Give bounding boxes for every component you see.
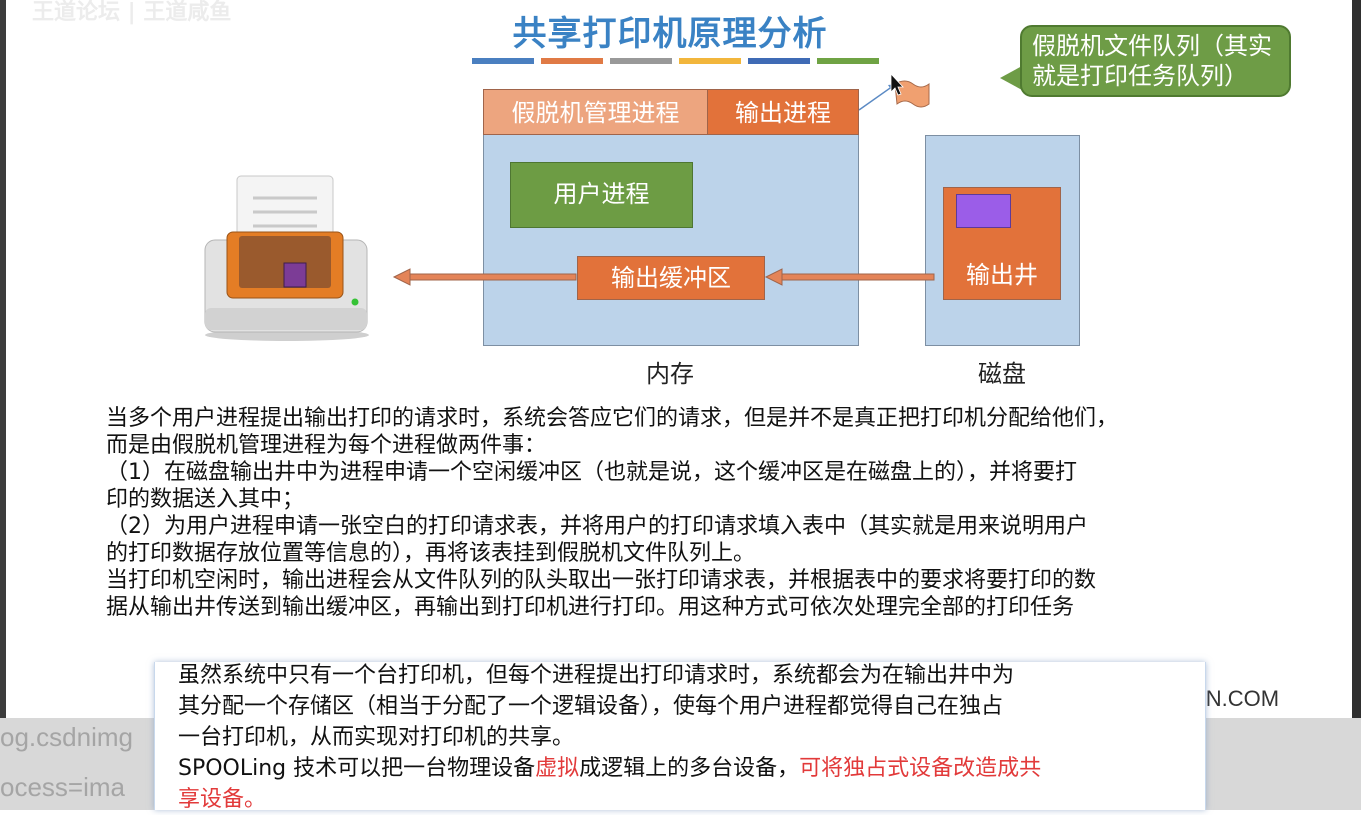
title-bar-2 <box>610 58 672 64</box>
slide-title: 共享打印机原理分析 <box>512 14 828 54</box>
popup-highlight-shared: 可将独占式设备改造成共 <box>799 756 1042 781</box>
popup-line-3: 一台打印机，从而实现对打印机的共享。 <box>178 725 575 750</box>
summary-popup-text: 虽然系统中只有一个台打印机，但每个进程提出打印请求时，系统都会为在输出井中为 其… <box>178 660 1178 815</box>
output-buffer: 输出缓冲区 <box>577 256 765 300</box>
title-bar-5 <box>817 58 879 64</box>
title-bar-0 <box>472 58 534 64</box>
summary-popup <box>154 662 1206 810</box>
paragraph-line-2: （1）在磁盘输出井中为进程申请一个空闲缓冲区（也就是说，这个缓冲区是在磁盘上的）… <box>106 460 1078 485</box>
paragraph-line-0: 当多个用户进程提出输出打印的请求时，系统会答应它们的请求，但是并不是真正把打印机… <box>106 406 1119 431</box>
popup-highlight-virtual: 虚拟 <box>535 756 580 781</box>
popup-line-4: SPOOLing 技术可以把一台物理设备虚拟成逻辑上的多台设备，可将独占式设备改… <box>178 753 1178 784</box>
popup-line-1: 虽然系统中只有一个台打印机，但每个进程提出打印请求时，系统都会为在输出井中为 <box>178 663 1015 688</box>
title-bar-4 <box>748 58 810 64</box>
forum-watermark: 王道论坛 | 王道咸鱼 <box>32 0 232 25</box>
popup-line-2: 其分配一个存储区（相当于分配了一个逻辑设备），使每个用户进程都觉得自己在独占 <box>178 694 1004 719</box>
paragraph-line-1: 而是由假脱机管理进程为每个进程做两件事： <box>106 433 547 458</box>
scrollbar-right[interactable] <box>1352 0 1361 810</box>
paragraph-line-3: 印的数据送入其中； <box>106 487 305 512</box>
printer-icon <box>204 175 369 341</box>
memory-caption: 内存 <box>646 360 694 388</box>
title-bar-3 <box>679 58 741 64</box>
window-edge-left <box>0 0 6 720</box>
paragraph-line-6: 当打印机空闲时，输出进程会从文件队列的队头取出一张打印请求表，并根据表中的要求将… <box>106 568 1097 593</box>
paragraph-line-7: 据从输出井传送到输出缓冲区，再输出到打印机进行打印。用这种方式可依次处理完全部的… <box>106 595 1075 620</box>
paragraph-line-5: 的打印数据存放位置等信息的），再将该表挂到假脱机文件队列上。 <box>106 541 756 566</box>
arrow-buffer-to-printer <box>392 268 577 286</box>
explanation-paragraph: 当多个用户进程提出输出打印的请求时，系统会答应它们的请求，但是并不是真正把打印机… <box>106 405 1306 621</box>
flag-pointer-graphic <box>858 72 930 111</box>
popup-line-4-part-a: SPOOLing 技术可以把一台物理设备 <box>178 756 536 781</box>
paragraph-line-4: （2）为用户进程申请一张空白的打印请求表，并将用户的打印请求填入表中（其实就是用… <box>106 514 1089 539</box>
user-process: 用户进程 <box>510 162 693 228</box>
queue-flag-icon <box>894 80 930 108</box>
mouse-cursor-icon <box>890 72 904 96</box>
storage-block <box>956 194 1011 228</box>
popup-line-5: 享设备。 <box>178 787 267 812</box>
spool-manager-process: 假脱机管理进程 <box>483 89 708 135</box>
background-url-text-1: og.csdnimg <box>0 722 133 752</box>
background-url-text-2: ocess=ima <box>0 772 125 802</box>
disk-caption: 磁盘 <box>978 360 1026 388</box>
popup-line-4-part-b: 成逻辑上的多台设备， <box>579 756 800 781</box>
arrow-well-to-buffer <box>764 268 935 286</box>
title-bar-1 <box>541 58 603 64</box>
data-flow-arrows <box>392 268 935 286</box>
pointer-line <box>858 85 894 111</box>
callout-tail <box>1000 66 1022 90</box>
output-process: 输出进程 <box>707 89 859 135</box>
spool-queue-callout: 假脱机文件队列（其实就是打印任务队列） <box>1020 25 1291 97</box>
